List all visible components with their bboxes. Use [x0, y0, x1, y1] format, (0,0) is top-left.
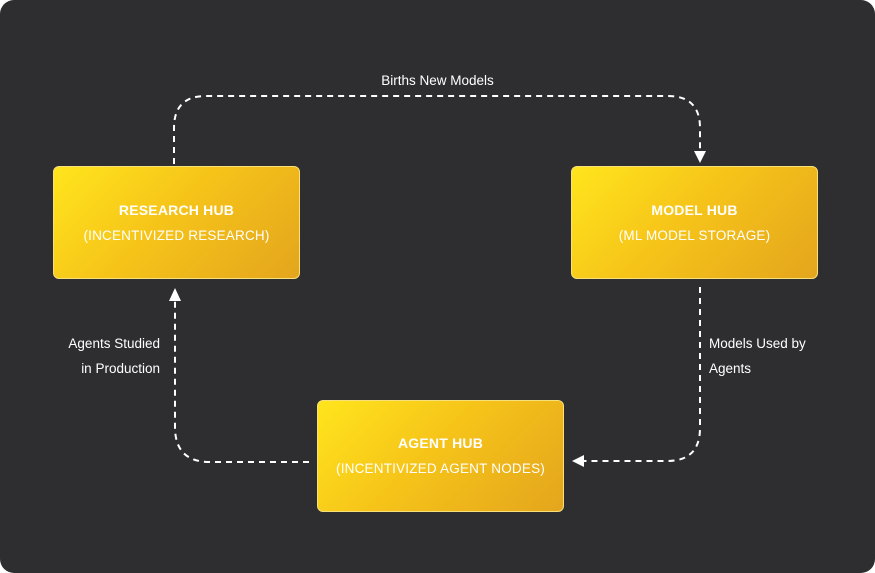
arrowhead-into-agent-hub	[572, 455, 584, 467]
edge-label-agents-studied: Agents Studied in Production	[40, 331, 160, 381]
edge-label-births-new-models: Births New Models	[300, 68, 575, 93]
arrowhead-into-model-hub	[694, 151, 706, 163]
edge-label-line-1: Agents Studied	[68, 336, 160, 351]
research-hub-node: RESEARCH HUB (INCENTIVIZED RESEARCH)	[53, 166, 300, 279]
edge-label-models-used: Models Used by Agents	[709, 331, 849, 381]
arrowhead-into-research-hub	[169, 288, 181, 301]
research-hub-title: RESEARCH HUB	[118, 201, 235, 218]
research-hub-subtitle: (INCENTIVIZED RESEARCH)	[83, 227, 270, 243]
edge-label-line-2: in Production	[81, 361, 160, 376]
edge-label-line-2: Agents	[709, 361, 752, 376]
agent-hub-node: AGENT HUB (INCENTIVIZED AGENT NODES)	[317, 400, 564, 512]
model-hub-node: MODEL HUB (ML MODEL STORAGE)	[571, 166, 818, 279]
model-hub-subtitle: (ML MODEL STORAGE)	[618, 227, 771, 243]
model-hub-title: MODEL HUB	[651, 201, 738, 218]
connector-research-to-model	[173, 95, 701, 164]
edge-label-text: Births New Models	[381, 73, 494, 88]
agent-hub-title: AGENT HUB	[397, 435, 484, 451]
agent-hub-subtitle: (INCENTIVIZED AGENT NODES)	[336, 461, 545, 476]
connector-model-to-agent	[584, 287, 701, 462]
connector-agent-to-research	[174, 300, 309, 463]
edge-label-line-1: Models Used by	[709, 336, 806, 351]
